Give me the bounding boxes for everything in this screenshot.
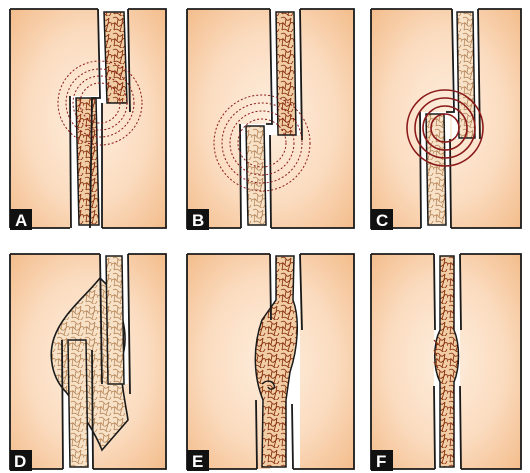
panel-d: D [10,254,166,471]
panel-b: B [187,9,354,230]
panel-b-label: B [192,211,204,230]
panel-f-label: F [376,452,386,471]
panel-c: C [371,9,521,230]
panel-f: F [371,254,521,471]
panel-a-label: A [15,211,27,230]
panel-e: E [187,254,354,471]
panel-d-label: D [14,452,26,471]
panel-c-label: C [376,211,388,230]
panel-e-label: E [192,452,203,471]
panel-a: A [10,9,166,230]
